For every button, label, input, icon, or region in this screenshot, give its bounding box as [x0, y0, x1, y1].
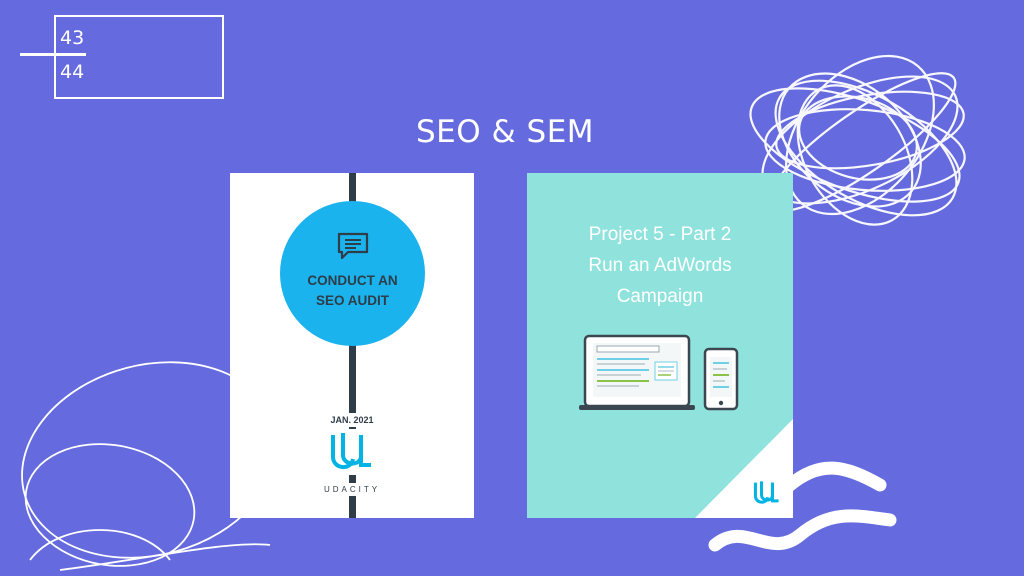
- current-page-number: 43: [60, 27, 85, 49]
- project-title-line2: Run an AdWords: [588, 255, 732, 276]
- adwords-campaign-card: Project 5 - Part 2 Run an AdWords Campai…: [527, 173, 793, 518]
- phone-icon: [703, 347, 739, 411]
- project-title-line1: Project 5 - Part 2: [588, 224, 732, 245]
- card-heading-line2: SEO AUDIT: [315, 293, 389, 308]
- brand-text: UDACITY: [319, 483, 385, 496]
- page-number-frame: [54, 15, 224, 99]
- page-title: SEO & SEM: [415, 114, 595, 150]
- brand-wordmark: UDACITY: [230, 483, 474, 496]
- laptop-icon: [579, 334, 695, 410]
- page-number-divider: [20, 53, 86, 56]
- date-text: JAN. 2021: [324, 413, 380, 427]
- project-title: Project 5 - Part 2 Run an AdWords Campai…: [527, 219, 793, 312]
- date-label: JAN. 2021: [230, 413, 474, 427]
- card-heading: CONDUCT AN SEO AUDIT: [280, 271, 425, 311]
- project-title-line3: Campaign: [616, 286, 704, 307]
- corner-triangle: [695, 419, 793, 518]
- seo-audit-card: CONDUCT AN SEO AUDIT JAN. 2021 UDACITY: [230, 173, 474, 518]
- udacity-logo-icon: [753, 481, 779, 504]
- devices-illustration: [579, 334, 739, 411]
- udacity-logo-icon: [329, 429, 375, 475]
- chat-bubble-icon: [337, 232, 369, 260]
- next-page-number: 44: [60, 61, 85, 83]
- heading-circle: CONDUCT AN SEO AUDIT: [280, 201, 425, 346]
- card-heading-line1: CONDUCT AN: [307, 273, 398, 288]
